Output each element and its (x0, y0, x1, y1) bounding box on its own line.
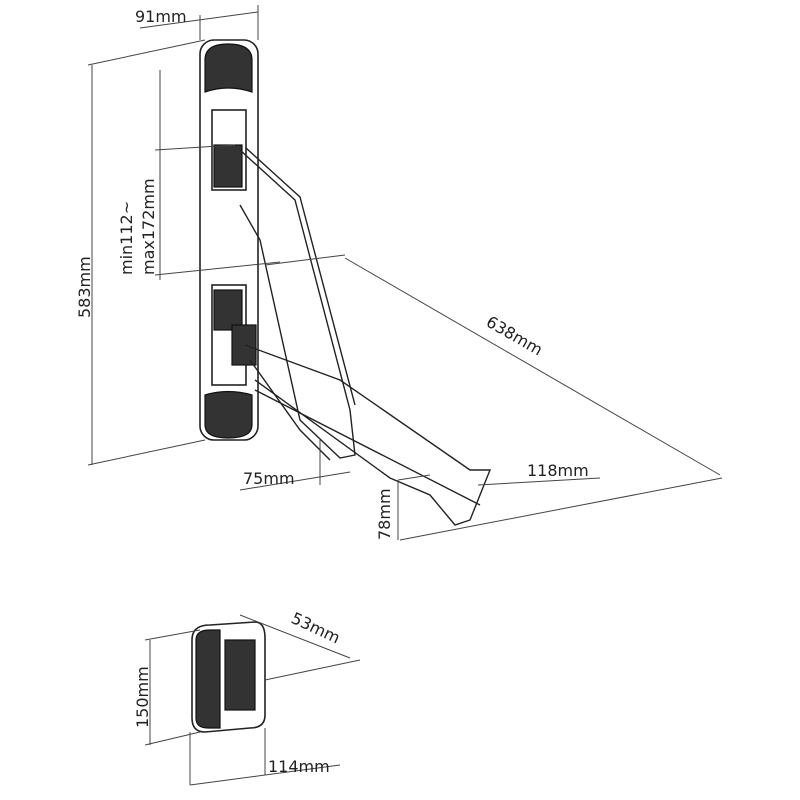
clamp-height-label: 150mm (133, 666, 152, 728)
dimension-lines (87, 5, 723, 541)
hook-height-label: 78mm (375, 488, 394, 540)
arm-depth-label: 75mm (243, 469, 295, 488)
plate-height-label: 583mm (75, 256, 94, 318)
arm-length-label: 638mm (483, 312, 546, 359)
plate-width-label: 91mm (135, 7, 187, 26)
clamp-detail (144, 614, 361, 786)
wall-plate (199, 39, 259, 441)
spacing-max-label: max172mm (139, 178, 158, 275)
folding-arm (239, 147, 492, 526)
clamp-depth-label: 53mm (288, 608, 343, 647)
clamp-width-label: 114mm (268, 757, 330, 776)
hook-width-label: 118mm (527, 461, 589, 480)
spacing-min-label: min112~ (117, 201, 136, 275)
